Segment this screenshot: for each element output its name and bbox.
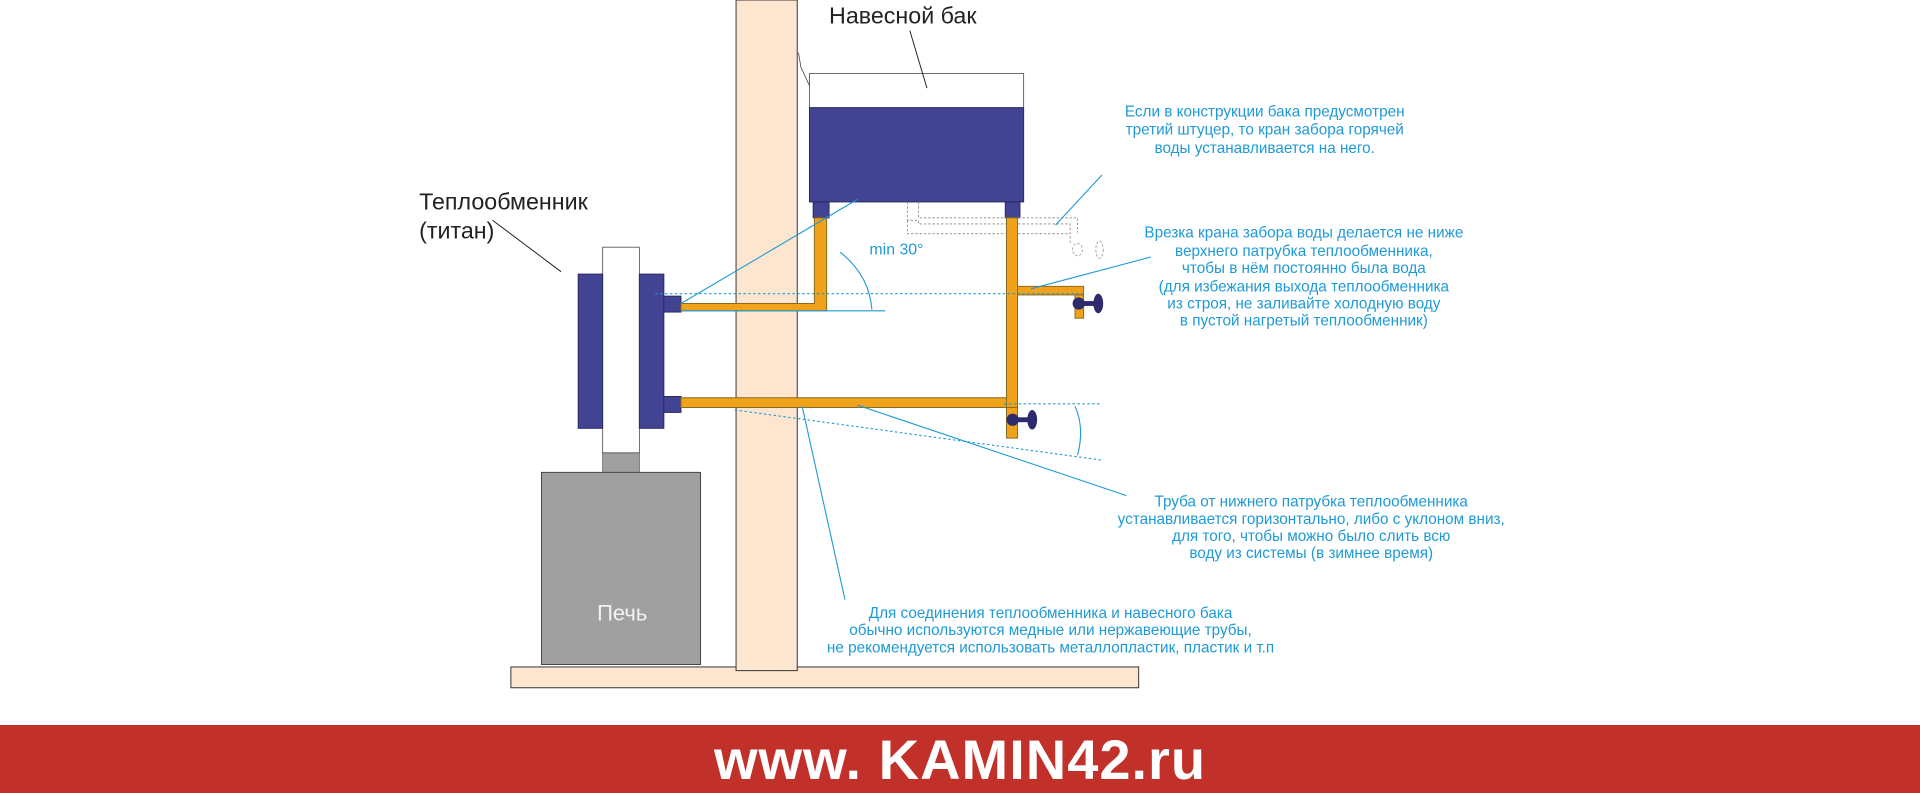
svg-text:Для соединения теплообменника: Для соединения теплообменника и навесног… <box>869 605 1233 622</box>
hot-water-tap-icon <box>1072 293 1104 314</box>
tank-nozzle-right <box>1004 201 1021 219</box>
furnace-label: Печь <box>597 600 647 625</box>
note-materials: Для соединения теплообменника и навесног… <box>827 605 1274 656</box>
svg-text:обычно используются медные или: обычно используются медные или нержавеющ… <box>849 622 1251 639</box>
svg-text:Если в конструкции бака предус: Если в конструкции бака предусмотрен <box>1125 103 1405 120</box>
svg-text:(для избежания выхода теплообм: (для избежания выхода теплообменника <box>1159 278 1450 295</box>
third-fitting-dashed <box>906 201 1078 244</box>
svg-text:Труба от нижнего патрубка тепл: Труба от нижнего патрубка теплообменника <box>1155 494 1469 511</box>
tank-top <box>809 72 1025 109</box>
lower-pipe <box>680 397 1019 409</box>
heat-exchanger-core <box>602 246 640 454</box>
upper-nozzle <box>663 295 682 313</box>
note-tap-position: Врезка крана забора воды делается не ниж… <box>1144 224 1463 329</box>
heat-exchanger-plate-left <box>577 273 604 429</box>
tank-label: Навесной бак <box>829 2 977 28</box>
note-lower-pipe: Труба от нижнего патрубка теплообменника… <box>1118 494 1505 562</box>
lower-nozzle <box>663 396 682 413</box>
svg-text:в пустой нагретый теплообменни: в пустой нагретый теплообменник) <box>1180 313 1428 330</box>
drain-tap-icon <box>1006 409 1038 430</box>
heat-exchanger-plate-right <box>638 273 665 429</box>
svg-text:верхнего патрубка теплообменни: верхнего патрубка теплообменника, <box>1175 243 1433 260</box>
website-banner: www. KAMIN42.ru <box>0 725 1920 793</box>
floor <box>510 666 1140 689</box>
tank-water <box>808 107 1025 203</box>
svg-text:чтобы в нём постоянно была вод: чтобы в нём постоянно была вода <box>1182 260 1426 277</box>
svg-text:воды устанавливается на него.: воды устанавливается на него. <box>1155 140 1375 157</box>
tap-branch <box>1017 285 1085 296</box>
svg-text:устанавливается горизонтально,: устанавливается горизонтально, либо с ук… <box>1118 511 1505 528</box>
heat-exchanger-label: Теплообменник <box>419 188 588 214</box>
angle-label: min 30° <box>869 242 923 259</box>
note-third-fitting: Если в конструкции бака предусмотрен тре… <box>1125 103 1405 157</box>
svg-text:из строя, не заливайте холодну: из строя, не заливайте холодную воду <box>1167 295 1440 312</box>
svg-text:третий штуцер, то кран забора: третий штуцер, то кран забора горячей <box>1126 122 1404 139</box>
wall <box>735 0 798 672</box>
return-riser <box>1006 217 1019 411</box>
svg-text:для того, чтобы можно было сли: для того, чтобы можно было слить всю <box>1172 528 1450 545</box>
heat-exchanger-sublabel: (титан) <box>419 218 494 244</box>
svg-text:воду из системы (в зимнее врем: воду из системы (в зимнее время) <box>1189 545 1433 562</box>
chimney <box>602 452 640 474</box>
tank-nozzle-left <box>812 201 830 219</box>
website-url[interactable]: www. KAMIN42.ru <box>713 727 1207 791</box>
svg-text:Врезка крана забора воды делае: Врезка крана забора воды делается не ниж… <box>1144 224 1463 241</box>
svg-text:не рекомендуется использовать: не рекомендуется использовать металлопла… <box>827 639 1274 656</box>
furnace <box>540 471 702 665</box>
